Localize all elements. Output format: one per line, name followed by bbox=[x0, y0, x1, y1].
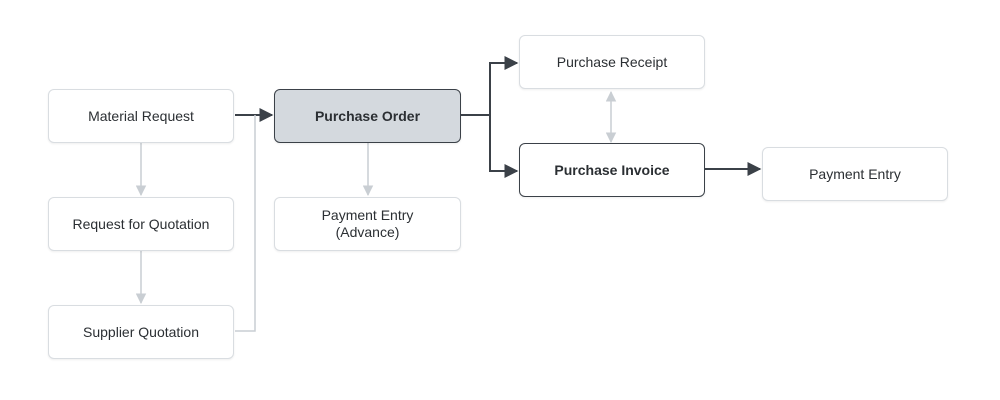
node-payment-entry[interactable]: Payment Entry bbox=[762, 147, 948, 201]
node-payment-entry-advance[interactable]: Payment Entry (Advance) bbox=[274, 197, 461, 251]
node-material-request-label: Material Request bbox=[88, 107, 194, 124]
node-purchase-receipt[interactable]: Purchase Receipt bbox=[519, 35, 705, 89]
edge-purchase-order-to-purchase-receipt bbox=[461, 56, 519, 116]
node-purchase-receipt-label: Purchase Receipt bbox=[556, 53, 668, 70]
node-supplier-quotation[interactable]: Supplier Quotation bbox=[48, 305, 234, 359]
node-purchase-invoice[interactable]: Purchase Invoice bbox=[519, 143, 705, 197]
edge-supplier-quotation-to-purchase-order bbox=[235, 115, 256, 332]
node-request-for-quotation-label: Request for Quotation bbox=[72, 215, 210, 232]
node-purchase-order[interactable]: Purchase Order bbox=[274, 89, 461, 143]
node-purchase-invoice-label: Purchase Invoice bbox=[554, 161, 670, 178]
node-purchase-order-label: Purchase Order bbox=[314, 107, 421, 124]
node-payment-entry-label: Payment Entry bbox=[809, 165, 901, 182]
node-payment-entry-advance-sublabel: (Advance) bbox=[335, 224, 400, 240]
node-request-for-quotation[interactable]: Request for Quotation bbox=[48, 197, 234, 251]
edge-purchase-order-to-purchase-invoice bbox=[489, 115, 519, 178]
node-material-request[interactable]: Material Request bbox=[48, 89, 234, 143]
node-supplier-quotation-label: Supplier Quotation bbox=[83, 323, 199, 340]
node-payment-entry-advance-label: Payment Entry bbox=[321, 207, 414, 223]
